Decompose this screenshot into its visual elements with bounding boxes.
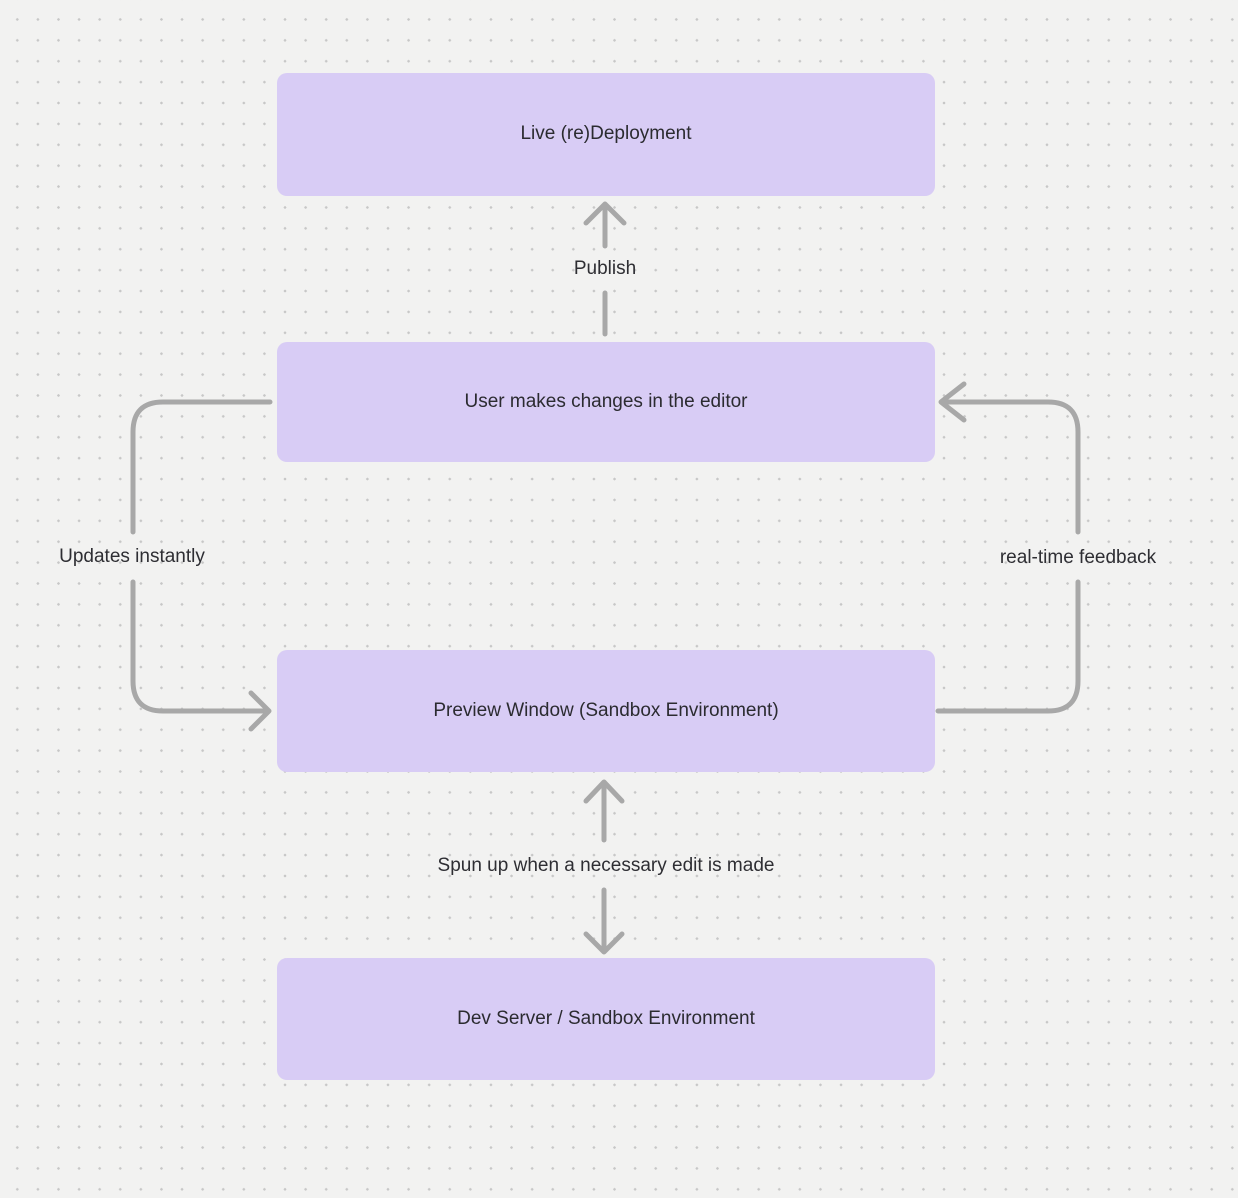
arrow-feedback-top-segment: [942, 399, 1081, 535]
node-preview-window: Preview Window (Sandbox Environment): [277, 650, 935, 772]
edge-label-publish: Publish: [573, 258, 637, 279]
arrow-feedback-bottom-segment: [935, 579, 1081, 714]
arrow-feedback-head-icon: [938, 381, 967, 423]
arrow-publish-head-icon: [583, 201, 627, 226]
arrow-updates-head-icon: [248, 690, 272, 732]
edge-label-real-time-feedback: real-time feedback: [999, 547, 1157, 568]
node-user-changes: User makes changes in the editor: [277, 342, 935, 462]
arrow-spun-down-head-icon: [583, 931, 625, 955]
node-live-deployment: Live (re)Deployment: [277, 73, 935, 196]
arrow-updates-bottom-segment: [130, 579, 268, 714]
arrow-spun-up-head-icon: [583, 779, 625, 804]
node-dev-server: Dev Server / Sandbox Environment: [277, 958, 935, 1080]
arrow-updates-top-segment: [130, 399, 273, 535]
edge-label-updates-instantly: Updates instantly: [59, 546, 205, 567]
edge-label-spun-up: Spun up when a necessary edit is made: [437, 855, 775, 876]
